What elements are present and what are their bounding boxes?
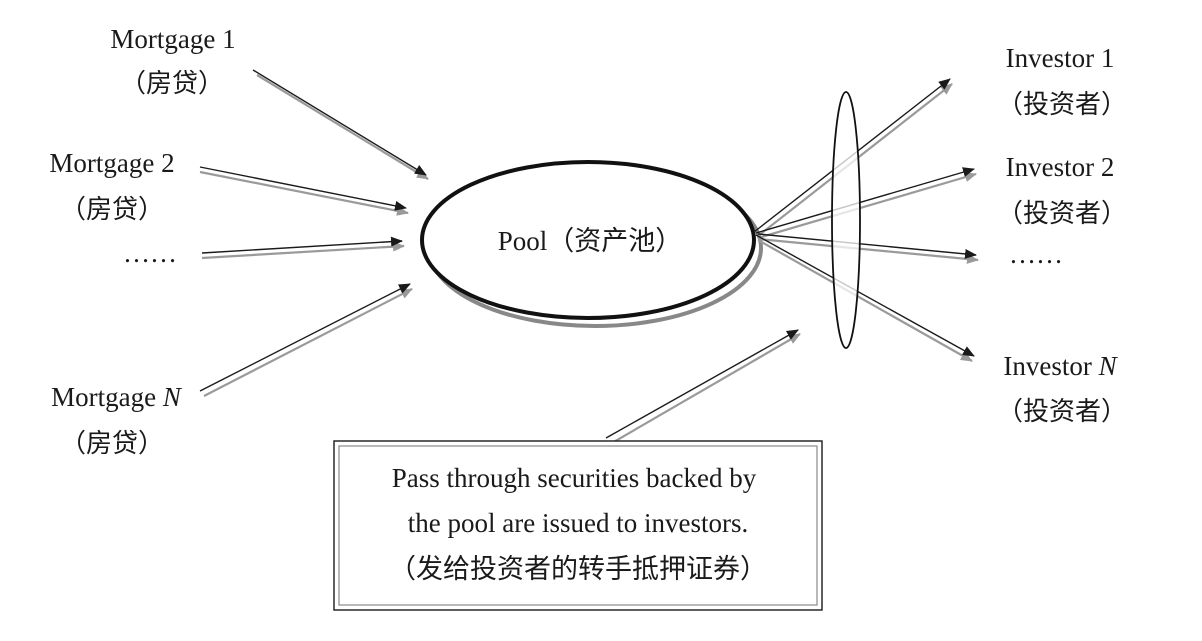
pool-label: Pool（资产池） (498, 226, 683, 256)
investor-2-label: Investor 2 (1006, 152, 1115, 182)
mortgage-ellipsis-label: …… (123, 238, 177, 268)
mortgage-labels: Mortgage 1 （房贷） Mortgage 2 （房贷） …… Mortg… (49, 24, 235, 459)
securities-lens-ellipse (831, 91, 861, 349)
mortgage-1-sub: （房贷） (120, 69, 224, 99)
arrow-mortgage-2 (199, 166, 409, 216)
investor-1-sub: （投资者） (997, 90, 1127, 120)
investor-arrows (753, 78, 979, 362)
note-line-1: Pass through securities backed by (392, 463, 757, 493)
arrow-note-to-securities (605, 329, 801, 444)
note-box: Pass through securities backed by the po… (333, 440, 823, 611)
investor-labels: Investor 1 （投资者） Investor 2 （投资者） …… Inv… (997, 43, 1127, 427)
arrow-investor-n (755, 234, 975, 362)
investor-ellipsis-label: …… (1009, 239, 1063, 269)
mortgage-arrows (199, 69, 429, 397)
investor-n-label: Investor N (1003, 351, 1118, 381)
mortgage-2-label: Mortgage 2 (49, 148, 174, 178)
arrow-mortgage-n (199, 283, 413, 397)
arrow-investor-ellipsis (757, 233, 979, 264)
arrow-investor-2 (755, 167, 977, 240)
mortgage-2-sub: （房贷） (60, 195, 164, 225)
note-line-2: the pool are issued to investors. (408, 508, 748, 538)
pool-node: Pool（资产池） (420, 160, 763, 328)
note-line-3: （发给投资者的转手抵押证券） (389, 554, 767, 585)
investor-2-sub: （投资者） (997, 199, 1127, 229)
note-box-outer (333, 440, 823, 611)
pool-ellipse (420, 160, 756, 320)
arrow-mortgage-1 (252, 69, 429, 180)
mortgage-n-sub: （房贷） (60, 429, 164, 459)
note-box-inner (338, 445, 818, 606)
investor-1-label: Investor 1 (1006, 43, 1115, 73)
mortgage-1-label: Mortgage 1 (110, 24, 235, 54)
arrow-mortgage-ellipsis (201, 236, 405, 260)
investor-n-sub: （投资者） (997, 397, 1127, 427)
mortgage-n-label: Mortgage N (51, 382, 183, 412)
